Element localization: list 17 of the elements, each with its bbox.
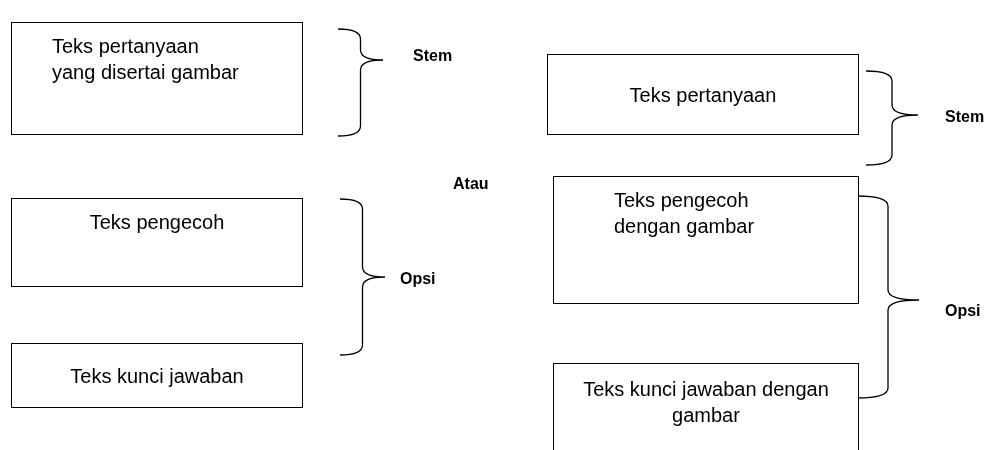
box-text: Teks pertanyaan: [629, 82, 777, 108]
box-text: Teks kunci jawaban dengan gambar: [582, 377, 830, 428]
bracket-label: Atau: [453, 175, 489, 193]
text-box: [11, 343, 303, 408]
text-box: [553, 176, 859, 304]
box-text: Teks pengecoh dengan gambar: [614, 188, 756, 239]
text-box: [553, 363, 859, 450]
text-box: [547, 54, 859, 135]
bracket-label: Stem: [945, 108, 985, 126]
bracket-label: Opsi: [400, 270, 436, 288]
bracket-label: Opsi: [945, 302, 981, 320]
box-text: Teks kunci jawaban: [70, 363, 244, 389]
text-box: [11, 22, 303, 135]
box-text: Teks pertanyaan yang disertai gambar: [52, 34, 240, 85]
box-text: Teks pengecoh: [89, 210, 225, 235]
text-box: [11, 198, 303, 287]
bracket-label: Stem: [413, 47, 453, 65]
